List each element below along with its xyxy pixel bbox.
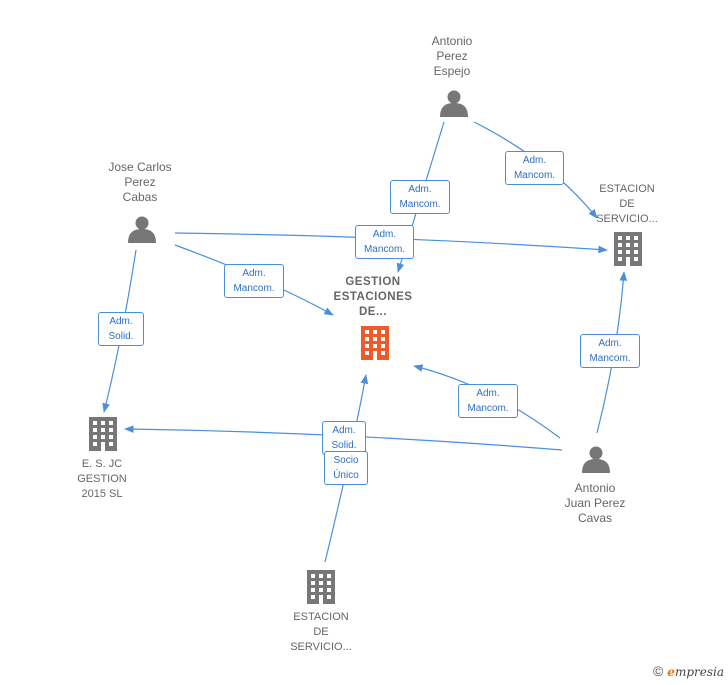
brand-rest: mpresia	[674, 665, 724, 679]
building-icon-center[interactable]	[361, 326, 389, 360]
edge-label-jose-esjc: Adm. Solid.	[98, 312, 144, 346]
building-icon-es-jc[interactable]	[89, 417, 117, 451]
edge-label-juan-esjc: Adm. Solid.	[322, 421, 366, 455]
building-icon-estacion-bottom[interactable]	[307, 570, 335, 604]
edge-label-juan-estacion: Adm. Mancom.	[580, 334, 640, 368]
node-label-es-jc[interactable]: E. S. JC GESTION 2015 SL	[77, 458, 127, 500]
node-label-estacion-bottom[interactable]: ESTACION DE SERVICIO...	[290, 611, 352, 653]
node-label-center[interactable]: GESTION ESTACIONES DE...	[333, 276, 413, 318]
person-icon-antonio-juan[interactable]	[582, 446, 610, 474]
node-label-antonio-juan[interactable]: Antonio Juan Perez Cavas	[564, 481, 626, 525]
node-label-antonio-perez-espejo[interactable]: Antonio Perez Espejo	[431, 34, 473, 78]
edge-label-espejo-estacion: Adm. Mancom.	[505, 151, 564, 185]
node-label-estacion-top[interactable]: ESTACION DE SERVICIO...	[596, 183, 658, 225]
empresia-brand: ©empresia	[653, 663, 724, 679]
edge-label-jose-center: Adm. Mancom.	[224, 264, 284, 298]
edge-label-espejo-center: Adm. Mancom.	[390, 180, 450, 214]
node-label-jose-carlos[interactable]: Jose Carlos Perez Cabas	[108, 160, 172, 204]
edge-label-jose-estacion: Adm. Mancom.	[355, 225, 414, 259]
building-icon-estacion-top[interactable]	[614, 232, 642, 266]
copyright-symbol: ©	[652, 663, 664, 679]
edge-label-estbottom-center: Socio Único	[324, 451, 368, 485]
person-icon-antonio-perez-espejo[interactable]	[440, 90, 468, 118]
edge-label-juan-center: Adm. Mancom.	[458, 384, 518, 418]
brand-e: e	[667, 665, 675, 679]
person-icon-jose-carlos[interactable]	[128, 216, 156, 244]
